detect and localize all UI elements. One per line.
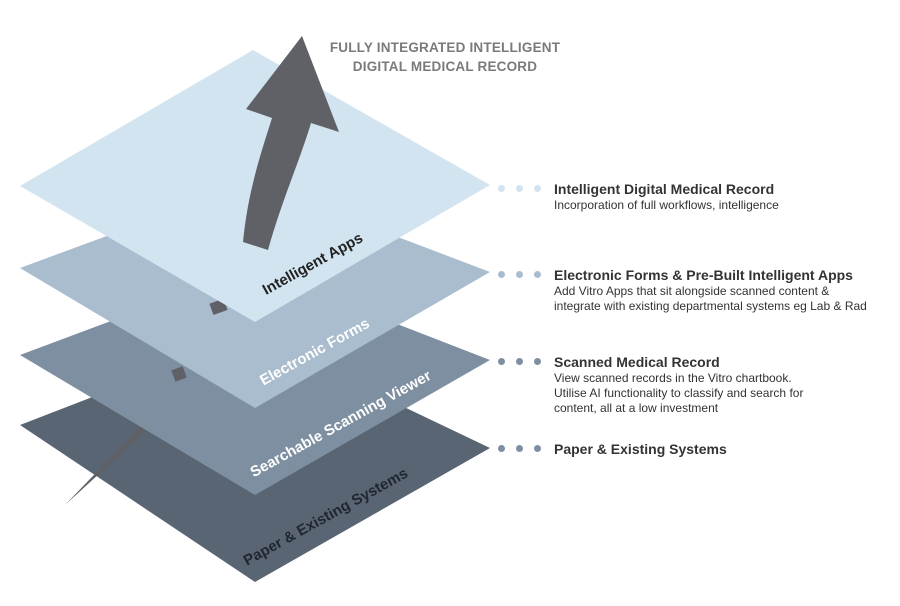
arrow-up-icon: [243, 36, 339, 250]
dot: [534, 358, 541, 365]
dot: [516, 358, 523, 365]
legend-title: Paper & Existing Systems: [554, 441, 727, 457]
dot: [498, 271, 505, 278]
diagram-headline: FULLY INTEGRATED INTELLIGENT DIGITAL MED…: [300, 38, 590, 76]
legend-desc-line: Incorporation of full workflows, intelli…: [554, 198, 779, 212]
legend-title: Intelligent Digital Medical Record: [554, 181, 775, 197]
dot: [534, 271, 541, 278]
legend-desc-line: integrate with existing departmental sys…: [554, 299, 867, 313]
dots-icon: [496, 185, 544, 193]
arrow-shaft-segment-lower: [171, 366, 187, 382]
dots-icon: [496, 358, 544, 366]
dot: [534, 445, 541, 452]
legend-title: Scanned Medical Record: [554, 354, 720, 370]
dots-icon: [496, 445, 544, 453]
legend-title: Electronic Forms & Pre-Built Intelligent…: [554, 267, 853, 283]
dot: [516, 271, 523, 278]
dots-icon: [496, 271, 544, 279]
legend-desc-line: Utilise AI functionality to classify and…: [554, 386, 804, 400]
headline-line-1: FULLY INTEGRATED INTELLIGENT: [329, 40, 561, 55]
dot: [534, 185, 541, 192]
legend-desc: View scanned records in the Vitro chartb…: [554, 371, 899, 416]
legend-desc-line: Add Vitro Apps that sit alongside scanne…: [554, 284, 830, 298]
dot: [498, 358, 505, 365]
arrow-tail-segment: [65, 426, 147, 505]
legend-desc: Incorporation of full workflows, intelli…: [554, 198, 899, 213]
dot: [516, 185, 523, 192]
legend-desc-line: View scanned records in the Vitro chartb…: [554, 371, 792, 385]
legend-desc-line: content, all at a low investment: [554, 401, 719, 415]
dot: [516, 445, 523, 452]
dot: [498, 445, 505, 452]
headline-line-2: DIGITAL MEDICAL RECORD: [352, 59, 538, 74]
dot: [498, 185, 505, 192]
legend-desc: Add Vitro Apps that sit alongside scanne…: [554, 284, 899, 314]
